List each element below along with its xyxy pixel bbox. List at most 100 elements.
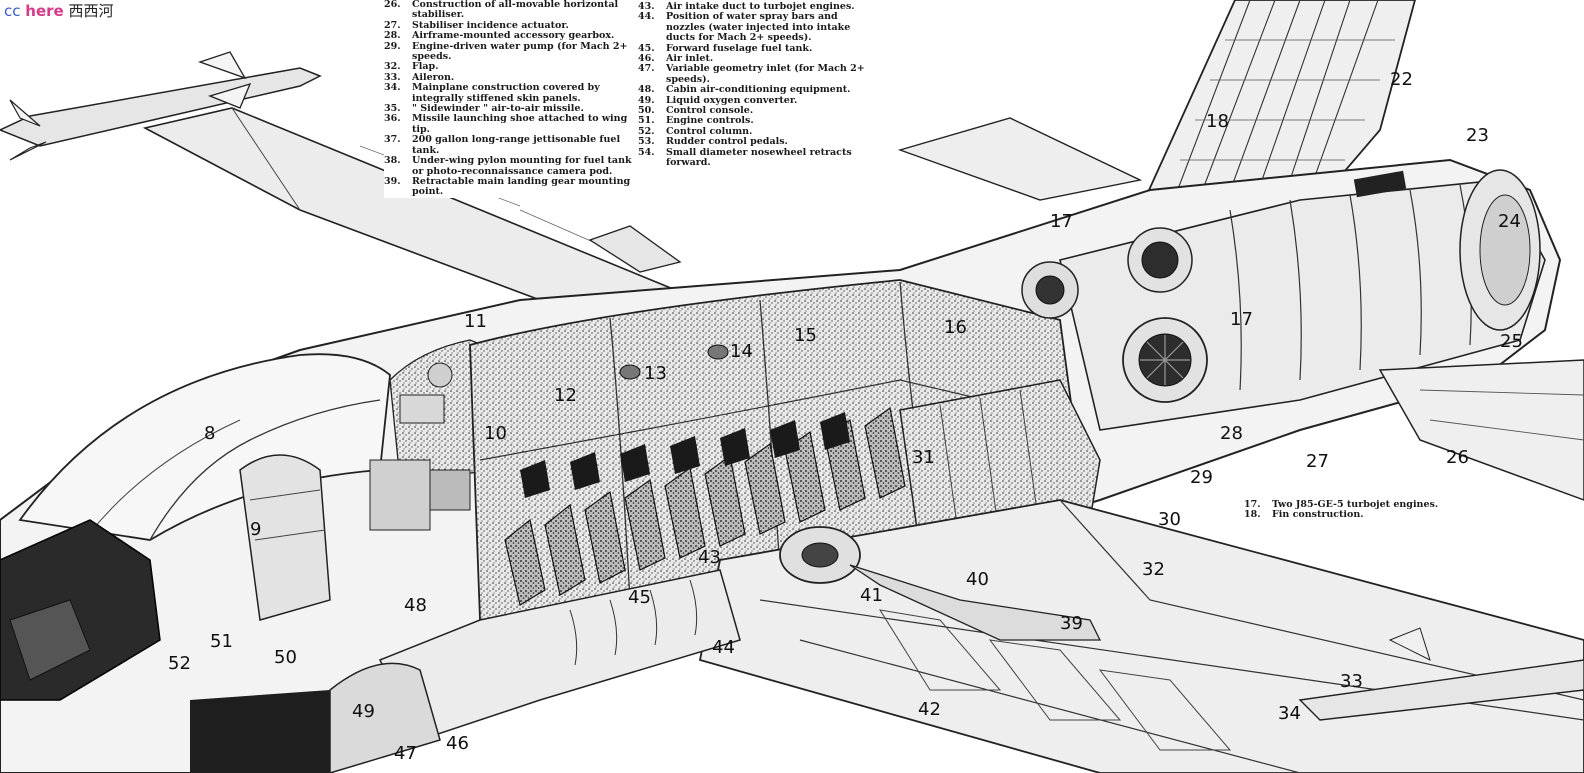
legend-entry-number: 52. — [638, 125, 655, 137]
legend-entry: 34.Mainplane construction covered by int… — [384, 83, 636, 104]
callout-13: 13 — [644, 363, 667, 384]
watermark-chinese: 西西河 — [68, 2, 114, 20]
legend-entry-number: 43. — [638, 1, 655, 12]
air-inlet — [329, 662, 441, 773]
legend-entry: 51. Engine controls. — [638, 115, 880, 127]
legend-entry: 52. Control column. — [638, 125, 880, 137]
legend-entry-number: 35. — [384, 103, 401, 115]
legend-entry: 36.Missile launching shoe attached to wi… — [384, 114, 636, 135]
callout-17-upper: 17 — [1050, 211, 1073, 232]
watermark-here: here — [25, 2, 64, 20]
legend-entry: 26. Construction of all-movable horizonta… — [384, 0, 636, 21]
callout-40: 40 — [966, 569, 989, 590]
legend-entry-number: 39. — [384, 175, 401, 187]
callout-23: 23 — [1466, 125, 1489, 146]
canopy — [18, 353, 391, 561]
callout-25: 25 — [1500, 331, 1523, 352]
legend-entry-text: " Sidewinder " air-to-air missile. — [412, 103, 584, 115]
watermark: cc here 西西河 — [4, 2, 114, 20]
legend-entry-text: Construction of all-movable horizontal s… — [412, 0, 619, 21]
legend-entry-text: Small diameter nosewheel retracts forwar… — [666, 146, 852, 169]
legend-entry-text: 200 gallon long-range jettisonable fuel … — [412, 134, 621, 156]
legend-entry-text: Engine-driven water pump (for Mach 2+ sp… — [412, 40, 628, 63]
callout-10: 10 — [484, 423, 507, 444]
callout-28: 28 — [1220, 423, 1243, 444]
legend-entry-number: 36. — [384, 113, 401, 125]
legend-entry: 49.Liquid oxygen converter. — [638, 94, 880, 106]
legend-entry-number: 51. — [638, 115, 655, 127]
legend-entry-number: 47. — [638, 63, 655, 75]
callout-33: 33 — [1340, 671, 1363, 692]
callout-22: 22 — [1390, 69, 1413, 90]
legend-entry-number: 54. — [638, 146, 655, 158]
legend-entry-number: 17. — [1244, 499, 1261, 510]
legend-entry-text: Retractable main landing gear mounting p… — [412, 175, 631, 198]
legend-entry-number: 26. — [384, 0, 401, 10]
legend-top-left: 26. Construction of all-movable horizonta… — [384, 0, 636, 198]
legend-entry-number: 29. — [384, 40, 401, 52]
callout-41: 41 — [860, 585, 883, 606]
legend-entry-text: Air inlet. — [666, 53, 714, 65]
callout-47: 47 — [394, 743, 417, 764]
legend-entry-text: Position of water spray bars and nozzles… — [666, 11, 851, 44]
callout-34: 34 — [1278, 703, 1301, 724]
legend-entry: 27.Stabiliser incidence actuator. — [384, 19, 636, 31]
legend-entry-text: Stabiliser incidence actuator. — [412, 19, 569, 31]
legend-entry: 33.Aileron. — [384, 72, 636, 83]
legend-entry-text: Control console. — [666, 105, 754, 117]
legend-entry: 47. Variable geometry inlet (for Mach 2+ … — [638, 64, 880, 85]
legend-entry: 39. Retractable main landing gear mountin… — [384, 175, 636, 198]
callout-16: 16 — [944, 317, 967, 338]
legend-entry: 35. " Sidewinder " air-to-air missile. — [384, 103, 636, 115]
legend-entry: 44. Position of water spray bars and nozz… — [638, 12, 880, 43]
callout-48: 48 — [404, 595, 427, 616]
legend-bottom-right: 17.Two J85-GE-5 turbojet engines.18. Fin … — [1244, 499, 1444, 524]
callout-52: 52 — [168, 653, 191, 674]
legend-entry-number: 49. — [638, 94, 655, 106]
far-stabiliser — [897, 117, 1143, 201]
watermark-cc: cc — [4, 2, 21, 20]
callout-15: 15 — [794, 325, 817, 346]
callout-9: 9 — [250, 519, 262, 540]
legend-top-right: 43.Air intake duct to turbojet engines.4… — [638, 1, 880, 170]
callout-24: 24 — [1498, 211, 1521, 232]
callout-14: 14 — [730, 341, 753, 362]
callout-43: 43 — [698, 547, 721, 568]
legend-entry-text: Flap. — [412, 61, 439, 73]
legend-entry-number: 32. — [384, 61, 401, 73]
legend-entry-text: Air intake duct to turbojet engines. — [666, 1, 855, 12]
legend-entry-number: 38. — [384, 155, 401, 167]
legend-entry: 28.Airframe-mounted accessory gearbox. — [384, 30, 636, 41]
callout-12: 12 — [554, 385, 577, 406]
legend-entry: 50.Control console. — [638, 105, 880, 117]
legend-entry-number: 48. — [638, 84, 655, 96]
legend-entry-text: Cabin air-conditioning equipment. — [666, 84, 851, 96]
legend-entry: 18. Fin construction. — [1244, 509, 1444, 521]
legend-entry: 45.Forward fuselage fuel tank. — [638, 42, 880, 54]
legend-entry-text: Fin construction. — [1272, 509, 1364, 521]
turbojet-engines — [1021, 169, 1546, 431]
legend-entry: 48. Cabin air-conditioning equipment. — [638, 84, 880, 96]
legend-entry-text: Variable geometry inlet (for Mach 2+ spe… — [666, 63, 865, 85]
legend-entry: 53.Rudder control pedals. — [638, 136, 880, 148]
legend-entry-text: Engine controls. — [666, 115, 754, 127]
legend-entry-number: 46. — [638, 53, 655, 65]
callout-45: 45 — [628, 587, 651, 608]
callout-46: 46 — [446, 733, 469, 754]
legend-entry-text: Rudder control pedals. — [666, 136, 788, 148]
wingtip-missile-lower — [1298, 659, 1584, 721]
legend-entry-text: Control column. — [666, 125, 753, 137]
callout-32: 32 — [1142, 559, 1165, 580]
main-landing-gear — [779, 526, 1102, 641]
callout-42: 42 — [918, 699, 941, 720]
legend-entry: 29. Engine-driven water pump (for Mach 2+… — [384, 40, 636, 63]
ejection-seat — [239, 454, 331, 621]
legend-entry-number: 18. — [1244, 509, 1261, 521]
legend-entry: 17.Two J85-GE-5 turbojet engines. — [1244, 499, 1444, 510]
callout-50: 50 — [274, 647, 297, 668]
wingtip-missile-upper — [0, 51, 322, 161]
legend-entry-number: 45. — [638, 42, 655, 54]
legend-entry-number: 44. — [638, 11, 655, 23]
